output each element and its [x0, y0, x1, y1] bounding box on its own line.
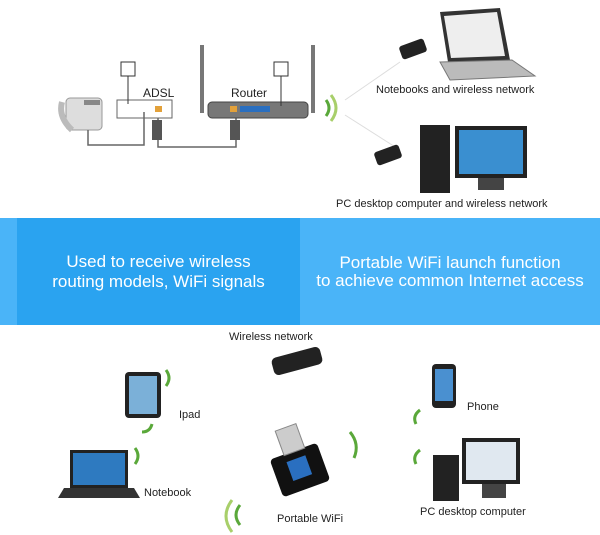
smartphone-icon	[432, 364, 456, 408]
power-outlet-icon	[120, 61, 136, 77]
router-label: Router	[231, 86, 268, 100]
desktop-pc-icon	[420, 125, 527, 193]
notebook-caption: Notebooks and wireless network	[376, 84, 535, 96]
adsl-label: ADSL	[143, 86, 175, 100]
laptop-icon	[439, 8, 537, 81]
portable-wifi-adapter-icon	[270, 422, 330, 497]
phone-label: Phone	[467, 401, 499, 413]
banner-right-line2: to achieve common Internet access	[316, 270, 584, 290]
telephone-icon	[58, 97, 103, 133]
ipad-label: Ipad	[179, 409, 201, 421]
usb-adapter-icon	[374, 144, 402, 166]
wireless-network-label: Wireless network	[229, 331, 313, 343]
wireless-dongle-icon	[271, 346, 323, 376]
wifi-signal-icon	[324, 94, 338, 122]
pc-caption: PC desktop computer and wireless network	[336, 198, 548, 210]
notebook-label: Notebook	[144, 487, 192, 499]
portable-wifi-label: Portable WiFi	[277, 513, 344, 525]
power-outlet-icon	[273, 61, 289, 77]
banner-left-line1: Used to receive wireless	[66, 251, 251, 271]
notebook-icon	[58, 450, 140, 498]
usb-adapter-icon	[399, 38, 427, 60]
banner-right-line1: Portable WiFi launch function	[339, 252, 561, 272]
pc-desktop-label: PC desktop computer	[420, 506, 526, 518]
banner-left-line2: routing models, WiFi signals	[52, 271, 265, 291]
ipad-icon	[125, 372, 161, 418]
desktop-pc-icon	[433, 438, 520, 501]
